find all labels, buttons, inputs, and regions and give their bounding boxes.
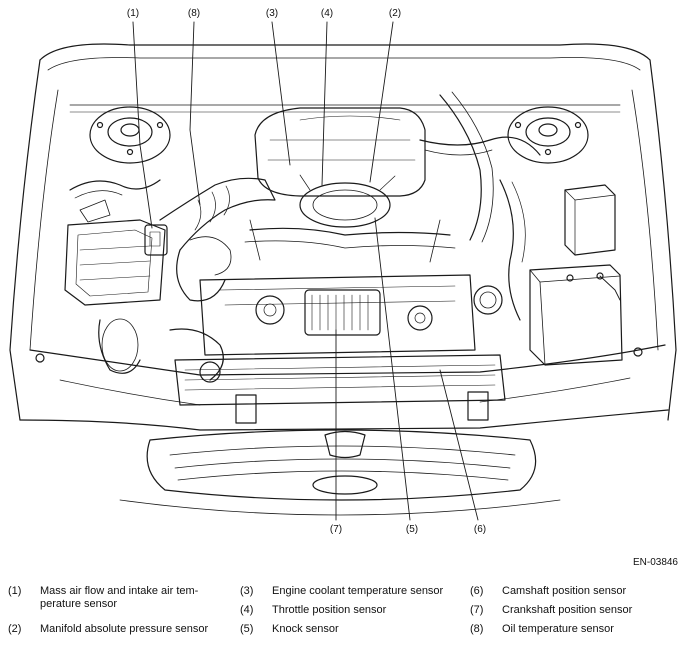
coolant-pipe bbox=[98, 318, 224, 383]
engine-cover bbox=[254, 107, 426, 197]
legend-text: Manifold absolute pressure sensor bbox=[40, 623, 209, 635]
engine-bay-diagram: (1) (8) (3) (4) (2) (7) (5) (6) bbox=[9, 8, 677, 535]
legend-text: Oil temperature sensor bbox=[502, 623, 614, 635]
battery bbox=[529, 264, 623, 366]
legend-text: Knock sensor bbox=[272, 623, 339, 635]
legend-num: (3) bbox=[240, 585, 254, 597]
hoses-right bbox=[419, 91, 541, 321]
legend-num: (5) bbox=[240, 623, 254, 635]
legend-num: (6) bbox=[470, 585, 484, 597]
callout-7: (7) bbox=[329, 524, 343, 535]
legend-text-continued: perature sensor bbox=[40, 598, 118, 610]
legend-text: Camshaft position sensor bbox=[502, 585, 627, 597]
callout-5: (5) bbox=[405, 524, 419, 535]
legend-text: Crankshaft position sensor bbox=[502, 604, 633, 616]
maf-sensor bbox=[144, 224, 168, 256]
legend-num: (4) bbox=[240, 604, 254, 616]
right-fender bbox=[649, 59, 677, 421]
callout-3: (3) bbox=[265, 8, 279, 19]
engine-block bbox=[199, 274, 476, 356]
callout-6: (6) bbox=[473, 524, 487, 535]
radiator bbox=[174, 354, 506, 424]
throttle-body bbox=[299, 174, 396, 228]
front-crossmember bbox=[19, 344, 669, 431]
callout-1: (1) bbox=[126, 8, 140, 19]
leader-lines bbox=[132, 21, 479, 521]
legend-text: Mass air flow and intake air tem- bbox=[40, 585, 199, 597]
hood-outline bbox=[39, 43, 651, 61]
legend-text: Engine coolant temperature sensor bbox=[272, 585, 444, 597]
hood-latch bbox=[324, 430, 366, 459]
wiring-harness-left bbox=[69, 179, 161, 191]
left-fender bbox=[9, 59, 41, 421]
legend-num: (8) bbox=[470, 623, 484, 635]
left-strut-tower bbox=[89, 106, 171, 164]
legend-num: (1) bbox=[8, 585, 22, 597]
radiator-cap bbox=[473, 285, 503, 315]
callout-2: (2) bbox=[388, 8, 402, 19]
legend-text: Throttle position sensor bbox=[272, 604, 387, 616]
hood-outline-inner bbox=[47, 57, 641, 71]
figure-id: EN-03846 bbox=[632, 557, 678, 568]
grille bbox=[119, 429, 561, 516]
callout-8: (8) bbox=[187, 8, 201, 19]
right-strut-tower bbox=[507, 106, 589, 164]
callout-4: (4) bbox=[320, 8, 334, 19]
legend-num: (7) bbox=[470, 604, 484, 616]
legend-num: (2) bbox=[8, 623, 22, 635]
intake-duct bbox=[159, 177, 276, 302]
air-cleaner-box bbox=[64, 219, 166, 306]
fuse-box bbox=[564, 184, 616, 256]
legend: (1) Mass air flow and intake air tem- pe… bbox=[0, 585, 686, 645]
